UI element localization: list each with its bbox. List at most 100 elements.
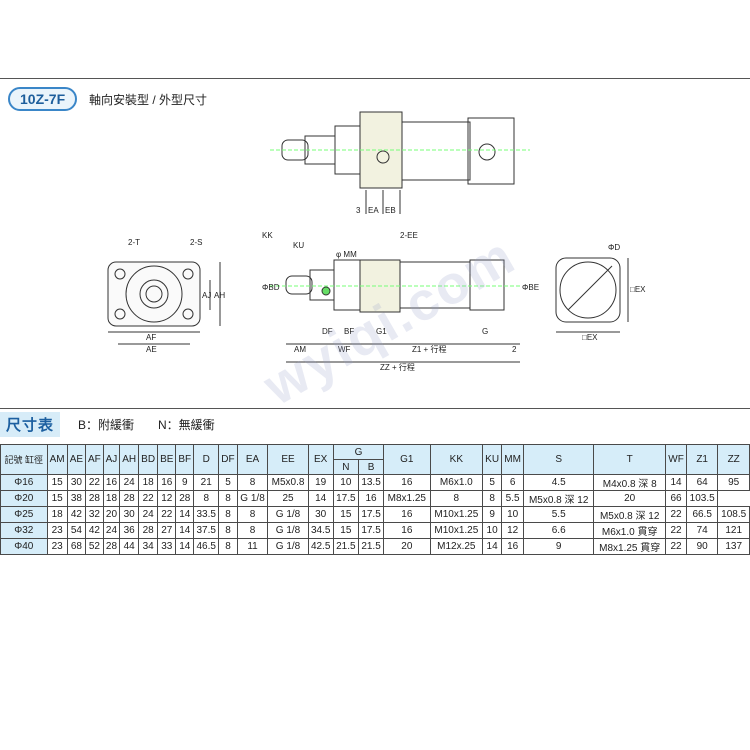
table-cell: 9 <box>175 474 195 491</box>
table-cell: G 1/8 <box>267 538 309 555</box>
column-subheader-g-b: B <box>357 459 385 475</box>
table-cell: 30 <box>119 506 140 523</box>
table-cell: 28 <box>175 490 195 507</box>
legend-n: N：無緩衝 <box>158 418 215 432</box>
table-cell: 12 <box>157 490 177 507</box>
table-cell: 28 <box>102 538 121 555</box>
table-cell: 21.5 <box>332 538 359 555</box>
column-header-ea: EA <box>236 444 269 475</box>
table-cell: 24 <box>138 506 159 523</box>
side-view <box>270 259 520 363</box>
table-cell: 15 <box>46 474 68 491</box>
table-cell: 16 <box>383 474 431 491</box>
front-label-ah: AH <box>214 291 225 300</box>
side-label-bd: ΦBD <box>262 283 280 292</box>
column-header-d: D <box>193 444 220 475</box>
row-header-bore: Φ16 <box>0 474 48 491</box>
table-cell: 90 <box>685 538 719 555</box>
table-cell: 8 <box>218 506 238 523</box>
table-cell: M8x1.25 貫穿 <box>593 538 667 555</box>
table-cell: 23 <box>46 522 68 539</box>
column-header-kk: KK <box>429 444 484 475</box>
table-cell: 10 <box>482 522 503 539</box>
side-label-mm: φ MM <box>336 250 357 259</box>
table-cell: 14 <box>307 490 334 507</box>
table-cell: G 1/8 <box>236 490 269 507</box>
column-header-ku: KU <box>482 444 503 475</box>
table-cell: 16 <box>157 474 177 491</box>
column-header-ee: EE <box>267 444 309 475</box>
table-cell: 42 <box>66 506 87 523</box>
table-cell: 16 <box>357 490 385 507</box>
table-cell: 14 <box>175 538 195 555</box>
side-label-g1: G1 <box>376 327 387 336</box>
table-cell: M6x1.0 貫穿 <box>593 522 667 539</box>
column-header-df: DF <box>218 444 238 475</box>
table-cell: M5x0.8 深 12 <box>523 490 595 507</box>
table-cell: 8 <box>236 522 269 539</box>
column-header-bf: BF <box>175 444 195 475</box>
table-cell: 5 <box>218 474 238 491</box>
table-cell: 21 <box>193 474 220 491</box>
table-cell: 22 <box>665 522 687 539</box>
table-cell: 8 <box>193 490 220 507</box>
row-header-bore: Φ40 <box>0 538 48 555</box>
table-cell: 8 <box>236 474 269 491</box>
table-cell: 16 <box>383 522 431 539</box>
table-cell: 18 <box>102 490 121 507</box>
table-cell: 66 <box>665 490 687 507</box>
front-label-af: AF <box>146 333 156 342</box>
table-cell: 28 <box>138 522 159 539</box>
table-cell: 20 <box>102 506 121 523</box>
table-cell: 5.5 <box>501 490 525 507</box>
table-cell: 21.5 <box>357 538 385 555</box>
column-header-t: T <box>593 444 667 475</box>
model-description: 軸向安裝型 / 外型尺寸 <box>89 93 208 107</box>
end-label-d: ΦD <box>608 243 620 252</box>
top-view <box>270 111 530 214</box>
column-header-z1: Z1 <box>685 444 719 475</box>
table-cell: G 1/8 <box>267 506 309 523</box>
table-cell: 22 <box>85 474 104 491</box>
table-cell: 24 <box>119 474 140 491</box>
row-header-bore: Φ25 <box>0 506 48 523</box>
table-cell: M5x0.8 <box>267 474 309 491</box>
table-cell: 15 <box>332 522 359 539</box>
end-view <box>555 257 629 333</box>
table-cell: 14 <box>175 522 195 539</box>
table-cell: 8 <box>218 490 238 507</box>
table-cell: 27 <box>157 522 177 539</box>
table-cell: 14 <box>665 474 687 491</box>
table-cell: 38 <box>66 490 87 507</box>
front-view <box>107 261 221 345</box>
side-label-2: 2 <box>512 345 517 354</box>
table-cell: M6x1.0 <box>429 474 484 491</box>
column-header-g: G <box>332 444 385 460</box>
table-cell: 9 <box>523 538 595 555</box>
table-cell: 42 <box>85 522 104 539</box>
table-cell: 6.6 <box>523 522 595 539</box>
table-cell: 25 <box>267 490 309 507</box>
front-label-2t: 2-T <box>128 238 140 247</box>
table-cell: 15 <box>46 490 68 507</box>
column-header-am: AM <box>46 444 68 475</box>
table-cell: 24 <box>102 522 121 539</box>
table-cell: 28 <box>85 490 104 507</box>
table-cell: 33.5 <box>193 506 220 523</box>
column-header-bd: BD <box>138 444 159 475</box>
row-header-bore: Φ32 <box>0 522 48 539</box>
side-label-g: G <box>482 327 488 336</box>
table-cell: 19 <box>307 474 334 491</box>
table-cell: M5x0.8 深 12 <box>593 506 667 523</box>
table-cell: 8 <box>218 538 238 555</box>
table-cell: 22 <box>157 506 177 523</box>
table-cell: M10x1.25 <box>429 522 484 539</box>
side-label-2ee: 2-EE <box>400 231 418 240</box>
table-cell: 33 <box>157 538 177 555</box>
table-cell: 9 <box>482 506 503 523</box>
end-label-ex-vert: □EX <box>630 285 646 294</box>
